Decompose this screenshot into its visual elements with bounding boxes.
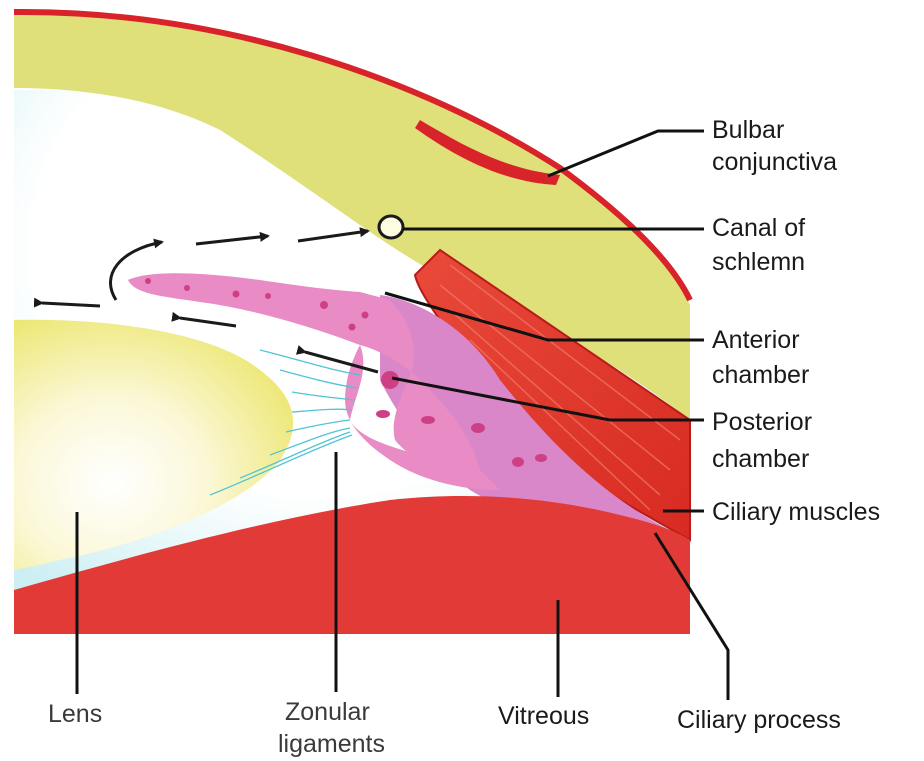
label-lens: Lens — [48, 700, 102, 728]
label-canal-line2: schlemn — [712, 248, 805, 276]
anatomy-illustration — [14, 12, 690, 634]
leader-bulbar — [548, 131, 704, 176]
label-ciliary-muscles: Ciliary muscles — [712, 498, 880, 526]
label-ciliary-process: Ciliary process — [677, 706, 841, 734]
canal-of-schlemm — [379, 216, 403, 238]
label-vitreous: Vitreous — [498, 702, 589, 730]
label-posterior-line2: chamber — [712, 445, 809, 473]
label-anterior-line2: chamber — [712, 361, 809, 389]
label-anterior-line1: Anterior — [712, 326, 800, 354]
label-zonular-line1: Zonular — [285, 698, 370, 726]
label-zonular-line2: ligaments — [278, 730, 385, 758]
label-posterior-line1: Posterior — [712, 408, 812, 436]
label-bulbar-line2: conjunctiva — [712, 148, 837, 176]
label-bulbar-line1: Bulbar — [712, 116, 784, 144]
label-canal-line1: Canal of — [712, 214, 805, 242]
